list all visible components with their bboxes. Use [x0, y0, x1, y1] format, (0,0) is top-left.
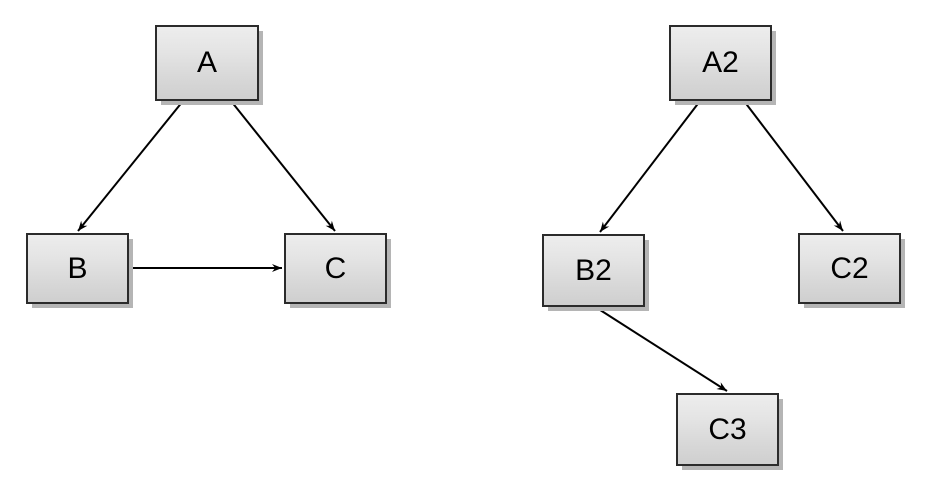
edge-a-to-c[interactable] — [230, 100, 336, 232]
node-label-a2: A2 — [702, 46, 739, 79]
edges-group — [77, 100, 844, 392]
node-label-b2: B2 — [575, 253, 612, 287]
node-b2[interactable]: B2 — [542, 234, 645, 307]
node-c2[interactable]: C2 — [798, 233, 901, 304]
edge-a-to-b[interactable] — [77, 100, 184, 232]
node-c3[interactable]: C3 — [676, 393, 779, 466]
edge-a2-to-b2[interactable] — [599, 100, 701, 233]
node-a2[interactable]: A2 — [669, 25, 772, 101]
edge-b2-to-c3[interactable] — [596, 307, 728, 392]
node-b[interactable]: B — [26, 233, 129, 304]
node-label-b: B — [67, 251, 88, 285]
node-c[interactable]: C — [284, 233, 387, 304]
node-label-c3: C3 — [708, 412, 747, 446]
node-label-c: C — [324, 251, 347, 285]
node-label-c2: C2 — [830, 251, 869, 285]
node-a[interactable]: A — [155, 25, 259, 101]
edge-a2-to-c2[interactable] — [743, 100, 844, 232]
node-label-a: A — [196, 46, 217, 79]
